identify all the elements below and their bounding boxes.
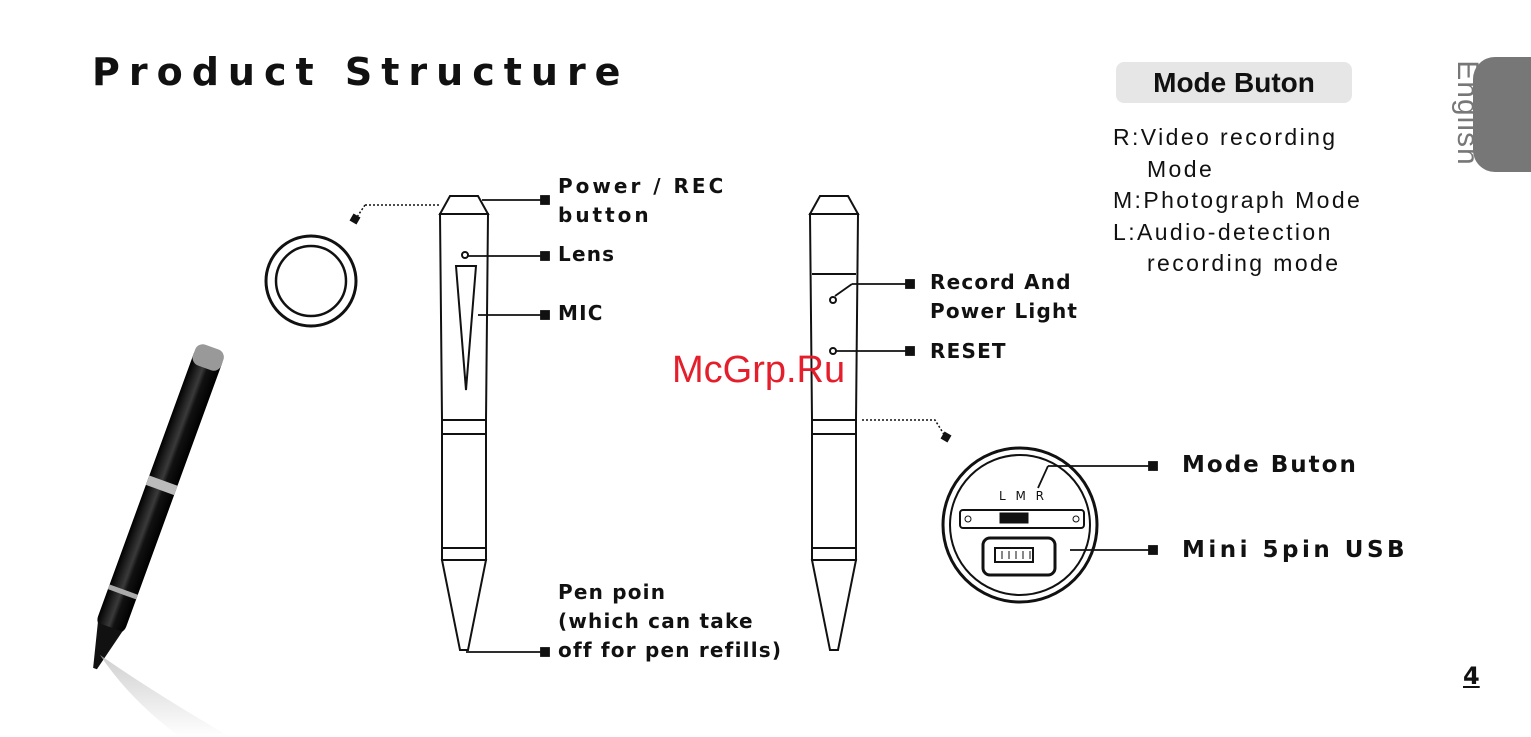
callout-mode-button: Mode Buton — [1182, 451, 1358, 480]
callout-power-rec: Power / REC button — [558, 172, 726, 230]
callout-record-light-line2: Power Light — [930, 297, 1078, 326]
callout-lens: Lens — [558, 240, 615, 269]
callout-record-light: Record And Power Light — [930, 268, 1078, 326]
pen-photo — [81, 342, 226, 674]
callout-power-rec-line2: button — [558, 201, 726, 230]
callout-reset: RESET — [930, 337, 1007, 366]
callout-usb: Mini 5pin USB — [1182, 536, 1408, 565]
callout-pen-point-line3: off for pen refills) — [558, 636, 782, 665]
callout-record-light-line1: Record And — [930, 268, 1078, 297]
pen-front — [440, 196, 488, 650]
callout-pen-point: Pen poin (which can take off for pen ref… — [558, 578, 782, 665]
front-callouts — [466, 196, 549, 656]
callout-pen-point-line2: (which can take — [558, 607, 782, 636]
callout-power-rec-line1: Power / REC — [558, 172, 726, 201]
callout-pen-point-line1: Pen poin — [558, 578, 782, 607]
callout-mic: MIC — [558, 299, 604, 328]
end-cap-detail — [943, 448, 1097, 602]
end-callouts — [1038, 462, 1157, 554]
switch-marks: L M R — [999, 489, 1047, 503]
pen-back — [810, 196, 858, 650]
page-number: 4 — [1463, 662, 1480, 690]
lens-ring — [266, 236, 356, 326]
back-callouts — [835, 280, 914, 355]
watermark: McGrp.Ru — [672, 349, 845, 392]
